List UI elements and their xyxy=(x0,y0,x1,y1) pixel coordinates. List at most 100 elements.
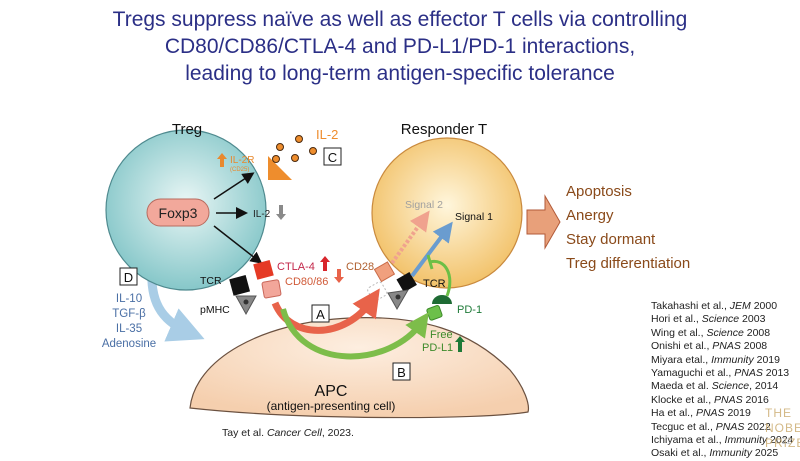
peptide-dot xyxy=(395,294,401,300)
reference-year: 2024 xyxy=(767,434,794,447)
cd8086-label: CD80/86 xyxy=(285,276,328,288)
cd8086-ligand xyxy=(261,279,282,299)
reference-year: 2000 xyxy=(750,300,778,312)
reference-item: Ichiyama et al., Immunity 2024 xyxy=(651,434,793,447)
outcome-item: Stay dormant xyxy=(566,231,656,248)
watermark-line: THE xyxy=(765,406,792,420)
reference-journal: Immunity xyxy=(709,447,752,460)
reference-journal: PNAS xyxy=(714,393,743,406)
il2-molecules xyxy=(272,135,317,163)
nobel-watermark: THE NOBEL PRIZE xyxy=(765,406,800,451)
reference-journal: Science xyxy=(711,380,750,393)
pdl1-label: PD-L1 xyxy=(422,342,453,354)
reference-item: Hori et al., Science 2003 xyxy=(651,313,793,326)
ctla4-up-arrow-icon xyxy=(320,256,330,271)
pdl1-up-arrow-icon xyxy=(455,336,465,352)
reference-author: Onishi et al., xyxy=(651,340,713,353)
il2r-sub-label: (CD25) xyxy=(230,167,249,173)
pmhc-molecule xyxy=(235,295,257,316)
box-d: D xyxy=(119,267,138,286)
figure-citation: Tay et al. Cancer Cell, 2023. xyxy=(222,427,354,439)
reference-year: 2008 xyxy=(743,326,771,339)
reference-author: Osaki et al., xyxy=(651,447,710,460)
box-a: A xyxy=(311,304,330,323)
reference-journal: Science xyxy=(701,313,740,326)
reference-author: Yamaguchi et al., xyxy=(651,367,735,380)
mechanism-b-arrow xyxy=(280,308,429,360)
reference-author: Klocke et al., xyxy=(651,393,715,406)
reference-item: Miyara etal., Immunity 2019 xyxy=(651,354,793,367)
responder-label: Responder T xyxy=(401,121,487,138)
reference-journal: PNAS xyxy=(695,407,725,420)
reference-item: Klocke et al., PNAS 2016 xyxy=(651,394,793,407)
cd28-label: CD28 xyxy=(346,261,374,273)
citation-year: , 2023. xyxy=(321,427,354,439)
outcome-item: Apoptosis xyxy=(566,183,632,200)
cytokine-item: Adenosine xyxy=(102,338,156,350)
peptide-dot xyxy=(243,299,249,305)
reference-item: Onishi et al., PNAS 2008 xyxy=(651,340,793,353)
reference-year: , 2014 xyxy=(749,380,779,393)
svg-text:D: D xyxy=(124,270,133,285)
citation-journal: Cancer Cell xyxy=(266,427,322,439)
slide-title: Tregs suppress naïve as well as effector… xyxy=(0,6,800,87)
reference-item: Takahashi et al., JEM 2000 xyxy=(651,300,793,313)
il2r-label: IL-2R xyxy=(230,155,254,166)
watermark-line: PRIZE xyxy=(765,436,800,450)
reference-journal: Immunity xyxy=(711,353,754,366)
il2r-up-arrow-icon xyxy=(217,153,227,167)
outcome-item: Anergy xyxy=(566,207,614,224)
reference-year: 2019 xyxy=(753,353,780,366)
signal1-label: Signal 1 xyxy=(455,211,493,223)
reference-journal: PNAS xyxy=(734,367,763,380)
reference-author: Takahashi et al., xyxy=(651,300,730,312)
box-b: B xyxy=(392,362,411,381)
reference-year: 2022 xyxy=(744,420,771,433)
inhibition-bar xyxy=(426,254,434,270)
foxp3-to-il2r-arrow xyxy=(213,172,255,200)
watermark-line: NOBEL xyxy=(765,421,800,435)
title-line: Tregs suppress naïve as well as effector… xyxy=(112,8,688,31)
cytokine-item: TGF-β xyxy=(112,308,146,320)
cd28-receptor xyxy=(373,261,396,283)
reference-year: 2016 xyxy=(742,393,769,406)
reference-journal: Science xyxy=(706,326,744,339)
pmhc-label: pMHC xyxy=(200,304,230,316)
foxp3-to-ctla4-arrow xyxy=(213,225,263,264)
reference-item: Tecguc et al., PNAS 2022 xyxy=(651,421,793,434)
signal2-arrow xyxy=(390,210,430,265)
signal2-label: Signal 2 xyxy=(405,199,443,211)
outcome-arrow xyxy=(526,194,561,250)
reference-journal: PNAS xyxy=(715,420,745,433)
cytokine-list: IL-10 TGF-β IL-35 Adenosine xyxy=(102,293,156,350)
treg-mechanism-diagram: A B C D Treg Responder T Foxp3 IL-2R (CD… xyxy=(102,121,561,419)
pd1-label: PD-1 xyxy=(457,304,482,316)
pd1-inhibition-curve xyxy=(429,259,452,297)
treg-label: Treg xyxy=(172,121,202,138)
tcr-left-label: TCR xyxy=(200,275,222,287)
page-number: 22 xyxy=(782,436,793,446)
reference-author: Ichiyama et al., xyxy=(651,434,725,447)
outcome-item: Treg differentiation xyxy=(566,255,691,272)
reference-journal: Immunity xyxy=(724,434,768,447)
cytokine-item: IL-10 xyxy=(116,293,142,305)
tcr-right-label: TCR xyxy=(423,278,446,290)
signal1-arrow xyxy=(410,221,453,278)
apc-label: APC xyxy=(315,383,348,400)
reference-author: Tecguc et al., xyxy=(651,420,716,433)
reference-year: 2003 xyxy=(739,313,766,326)
title-line: leading to long-term antigen-specific to… xyxy=(185,62,615,85)
reference-journal: JEM xyxy=(729,300,751,312)
box-c: C xyxy=(323,147,342,166)
svg-text:A: A xyxy=(316,307,325,322)
reference-author: Ha et al., xyxy=(651,407,696,420)
reference-author: Maeda et al. xyxy=(651,380,712,393)
ctla4-label: CTLA-4 xyxy=(277,261,315,273)
reference-item: Yamaguchi et al., PNAS 2013 xyxy=(651,367,793,380)
reference-item: Ha et al., PNAS 2019 xyxy=(651,407,793,420)
il2r-receptor xyxy=(268,156,292,180)
reference-author: Miyara etal., xyxy=(651,353,712,366)
outcome-list: Apoptosis Anergy Stay dormant Treg diffe… xyxy=(566,180,690,276)
foxp3-label: Foxp3 xyxy=(159,205,198,221)
